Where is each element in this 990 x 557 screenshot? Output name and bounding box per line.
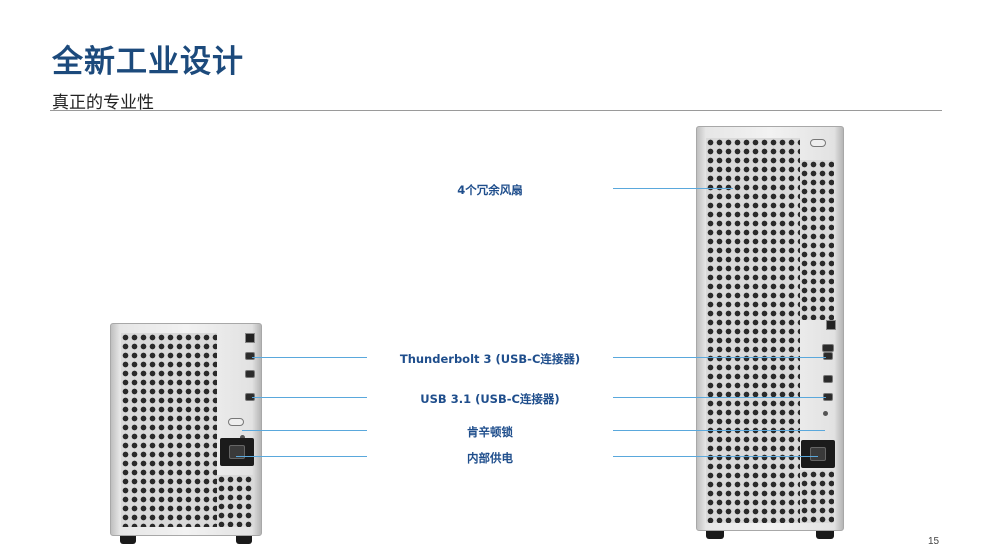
callout-label-usb: USB 3.1 (USB-C连接器) (420, 392, 560, 406)
right-tower-grille-upper (800, 160, 834, 320)
slide-title: 全新工业设计 (52, 44, 244, 80)
right-brand-logo (810, 139, 826, 147)
left-foot-2 (236, 536, 252, 544)
left-foot-1 (120, 536, 136, 544)
callout-line-lock-right (613, 430, 825, 432)
left-thunderbolt-port-2 (245, 370, 255, 378)
title-divider (50, 110, 942, 111)
left-tower-grille-lower (217, 475, 253, 527)
callout-line-power-left (236, 456, 367, 458)
callout-line-thunderbolt-right (613, 357, 826, 359)
left-power-socket (220, 438, 254, 466)
callout-label-fans: 4个冗余风扇 (457, 183, 523, 197)
left-thunderbolt-port-1 (245, 352, 255, 360)
page-number: 15 (928, 536, 940, 547)
callout-label-power: 内部供电 (467, 451, 513, 465)
callout-line-thunderbolt-left (252, 357, 367, 359)
right-foot-2 (816, 531, 834, 539)
right-thunderbolt-port-1 (823, 352, 833, 360)
right-power-switch (822, 344, 834, 352)
left-brand-logo (228, 418, 244, 426)
right-thunderbolt-port-2 (823, 375, 833, 383)
left-kensington-slot (240, 435, 245, 440)
left-tower-grille (121, 333, 217, 527)
right-tower-grille (706, 138, 800, 523)
right-tower-grille-lower (800, 470, 834, 523)
right-foot-1 (706, 531, 724, 539)
callout-label-thunderbolt: Thunderbolt 3 (USB-C连接器) (399, 352, 581, 366)
right-power-socket (801, 440, 835, 468)
right-kensington-slot (823, 411, 828, 416)
callout-line-fans (613, 188, 733, 190)
callout-line-usb-right (613, 397, 826, 399)
callout-label-lock: 肯辛顿锁 (467, 425, 513, 439)
right-power-button (826, 320, 836, 330)
callout-line-usb-left (252, 397, 367, 399)
callout-line-power-right (613, 456, 818, 458)
callout-line-lock-left (242, 430, 367, 432)
slide-subtitle: 真正的专业性 (52, 93, 154, 113)
left-power-button (245, 333, 255, 343)
